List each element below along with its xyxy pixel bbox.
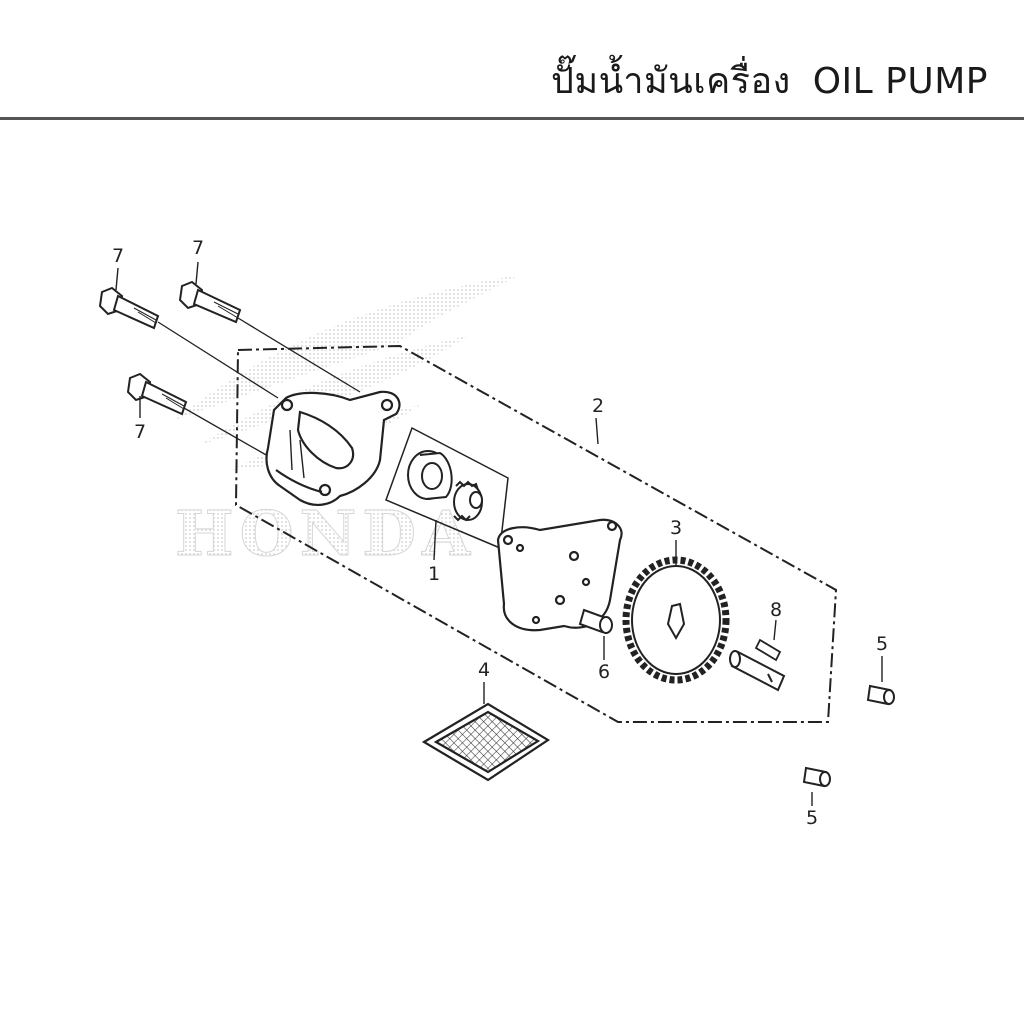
outer-rotor — [407, 450, 453, 500]
dowel-pin-5-right — [866, 684, 895, 706]
callout-6: 6 — [598, 661, 610, 683]
callout-7-a: 7 — [112, 245, 124, 267]
dowel-pin-5-bottom — [802, 766, 831, 788]
callouts: 7 7 7 1 2 3 4 5 5 6 8 — [112, 237, 888, 829]
bolt-7-upper-middle — [178, 280, 361, 393]
callout-7-c: 7 — [134, 421, 146, 443]
leader-lines — [115, 261, 883, 806]
page-title: ปั๊มน้ำมันเครื่อง OIL PUMP — [551, 52, 988, 109]
pin-8 — [754, 638, 782, 662]
callout-3: 3 — [670, 517, 682, 539]
inner-rotor — [453, 480, 483, 522]
callout-2: 2 — [592, 395, 604, 417]
assembly-2-boundary — [234, 344, 838, 723]
pump-shaft — [729, 650, 786, 692]
callout-1: 1 — [428, 563, 440, 585]
oil-pump-body — [265, 390, 401, 506]
oil-pump-driven-gear — [622, 556, 730, 684]
title-thai: ปั๊มน้ำมันเครื่อง — [551, 61, 791, 102]
title-english: OIL PUMP — [812, 61, 988, 102]
pump-cover-plate — [496, 518, 623, 632]
callout-4: 4 — [478, 659, 490, 681]
bolt-7-lower — [126, 372, 269, 457]
title-divider — [0, 117, 1024, 120]
screw-6 — [578, 608, 613, 634]
callout-5-b: 5 — [806, 807, 818, 829]
callout-8: 8 — [770, 599, 782, 621]
oil-strainer-screen — [421, 702, 551, 782]
callout-5-a: 5 — [876, 633, 888, 655]
watermark-text: HONDA — [175, 497, 476, 570]
callout-7-b: 7 — [192, 237, 204, 259]
bolt-7-upper-left — [98, 286, 279, 399]
